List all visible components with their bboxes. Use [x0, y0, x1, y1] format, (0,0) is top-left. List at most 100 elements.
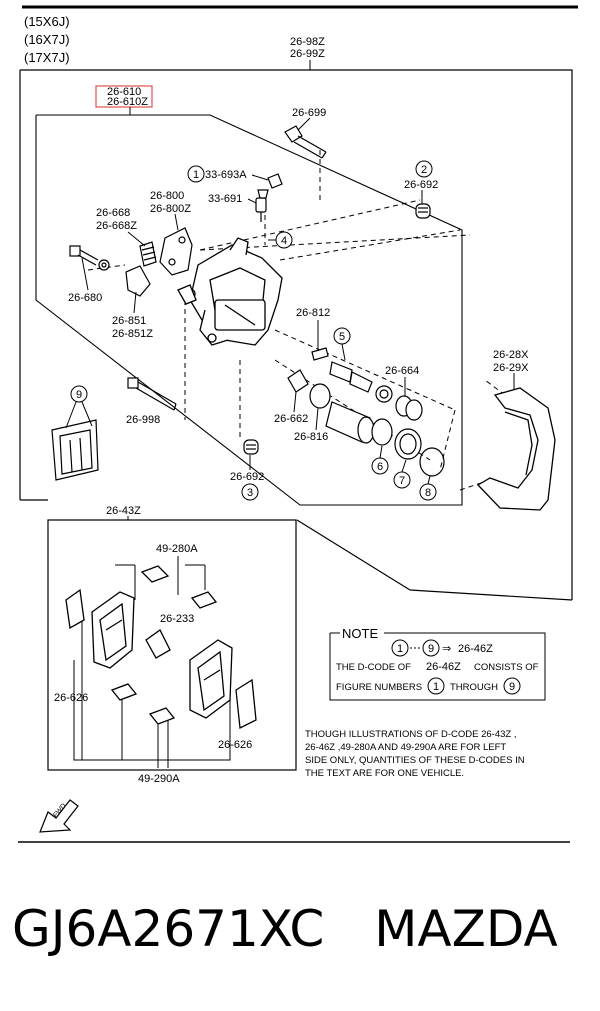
note-line2b: CONSISTS OF — [474, 662, 539, 673]
caliper-outline — [35, 114, 463, 506]
note-to-2: 9 — [509, 681, 515, 693]
seal-26-664 — [395, 395, 423, 421]
spring-26-233 — [145, 629, 171, 659]
clip-49-290a-b — [148, 707, 176, 725]
label-33-693a: 33-693A — [205, 169, 247, 181]
disclaimer-line-3: SIDE ONLY, QUANTITIES OF THESE D-CODES I… — [305, 755, 525, 766]
adjuster-assembly — [329, 361, 393, 403]
bolt-26-699 — [284, 125, 327, 159]
label-26-800: 26-800 — [150, 190, 184, 202]
cap-33-693a — [267, 173, 283, 189]
label-26-43z: 26-43Z — [106, 505, 141, 517]
disclaimer-line-4: THE TEXT ARE FOR ONE VEHICLE. — [305, 768, 464, 779]
note-line3a: FIGURE NUMBERS — [336, 682, 422, 693]
note-from-2: 1 — [433, 681, 439, 693]
label-26-99z: 26-99Z — [290, 48, 325, 60]
pin-26-812 — [311, 347, 329, 361]
label-26-664: 26-664 — [385, 365, 419, 377]
callout-5: 5 — [339, 331, 345, 343]
small-pad-set — [51, 419, 99, 481]
note-box: NOTE 1 9 ⇒ 26-46Z THE D-CODE OF 26-46Z C… — [329, 626, 546, 701]
boot-7 — [394, 428, 422, 460]
label-26-699: 26-699 — [292, 107, 326, 119]
size-17x7j: (17X7J) — [24, 50, 70, 65]
part-number-line: GJ6A2671XC MAZDA — [12, 900, 558, 958]
label-26-800z: 26-800Z — [150, 203, 191, 215]
label-26-680: 26-680 — [68, 292, 102, 304]
note-from: 1 — [397, 643, 403, 655]
ring-26-816 — [309, 383, 331, 409]
bleeder-33-691 — [255, 189, 269, 222]
assembly-outline-right — [20, 69, 573, 600]
callout-6: 6 — [377, 461, 383, 473]
label-26-610z: 26-610Z — [107, 96, 148, 108]
label-26-812: 26-812 — [296, 307, 330, 319]
callout-8: 8 — [425, 487, 431, 499]
note-line2code: 26-46Z — [426, 661, 461, 673]
label-26-998: 26-998 — [126, 414, 160, 426]
label-26-668: 26-668 — [96, 207, 130, 219]
brand-name: MAZDA — [374, 900, 558, 958]
boot-26-692-bottom — [243, 439, 259, 455]
label-26-668z: 26-668Z — [96, 220, 137, 232]
boot-26-692-top — [415, 203, 431, 219]
label-26-29x: 26-29X — [493, 362, 529, 374]
clip-26-851 — [125, 265, 151, 297]
label-26-610: 26-610 — [107, 86, 141, 98]
label-26-662: 26-662 — [274, 413, 308, 425]
bracket-26-800 — [159, 227, 193, 276]
size-15x6j: (15X6J) — [24, 14, 70, 29]
shim-right — [235, 678, 257, 730]
bolt-26-998 — [127, 377, 177, 411]
label-26-851z: 26-851Z — [112, 328, 153, 340]
part-number: GJ6A2671XC — [12, 900, 325, 958]
note-line3b: THROUGH — [450, 682, 498, 693]
brake-pad-right — [189, 639, 233, 719]
note-arrow: ⇒ — [442, 643, 451, 655]
label-26-626-left: 26-626 — [54, 692, 88, 704]
note-code: 26-46Z — [458, 643, 493, 655]
caliper-body — [177, 237, 283, 346]
callout-circle-2 — [415, 160, 433, 178]
disclaimer-line-2: 26-46Z ,49-280A AND 49-290A ARE FOR LEFT — [305, 742, 506, 753]
label-26-233: 26-233 — [160, 613, 194, 625]
label-26-692-bottom: 26-692 — [230, 471, 264, 483]
pad-kit-box — [47, 519, 297, 771]
seal-6 — [371, 418, 393, 446]
highlight-box — [95, 85, 153, 108]
size-16x7j: (16X7J) — [24, 32, 70, 47]
label-26-816: 26-816 — [294, 431, 328, 443]
mounting-bracket-26-28x — [476, 387, 556, 511]
clip-49-280a-a — [140, 565, 170, 583]
callout-7: 7 — [399, 475, 405, 487]
note-title: NOTE — [342, 626, 378, 641]
label-26-98z: 26-98Z — [290, 36, 325, 48]
label-33-691: 33-691 — [208, 193, 242, 205]
bolt-26-680 — [69, 245, 110, 271]
callout-1: 1 — [193, 169, 199, 181]
clip-49-290a-a — [110, 683, 138, 701]
shim-left — [65, 588, 85, 630]
clip-49-280a-b — [190, 591, 218, 609]
label-26-28x: 26-28X — [493, 349, 529, 361]
part-26-662 — [287, 369, 309, 393]
label-49-290a: 49-290A — [138, 773, 180, 785]
callout-circle-9 — [70, 385, 88, 403]
label-26-626-right: 26-626 — [218, 739, 252, 751]
note-to: 9 — [428, 643, 434, 655]
callout-circle-1 — [187, 165, 205, 183]
callout-4: 4 — [281, 235, 287, 247]
fwd-arrow-icon: FWD — [39, 799, 79, 833]
callout-3: 3 — [247, 487, 253, 499]
disclaimer-line-1: THOUGH ILLUSTRATIONS OF D-CODE 26-43Z , — [305, 729, 517, 740]
brake-pad-left — [91, 591, 135, 669]
ring-8 — [419, 447, 445, 477]
callout-2: 2 — [421, 164, 427, 176]
label-26-692-top: 26-692 — [404, 179, 438, 191]
note-line2a: THE D-CODE OF — [336, 662, 411, 673]
label-49-280a: 49-280A — [156, 543, 198, 555]
callout-9: 9 — [76, 389, 82, 401]
label-26-851: 26-851 — [112, 315, 146, 327]
piston — [325, 401, 375, 444]
